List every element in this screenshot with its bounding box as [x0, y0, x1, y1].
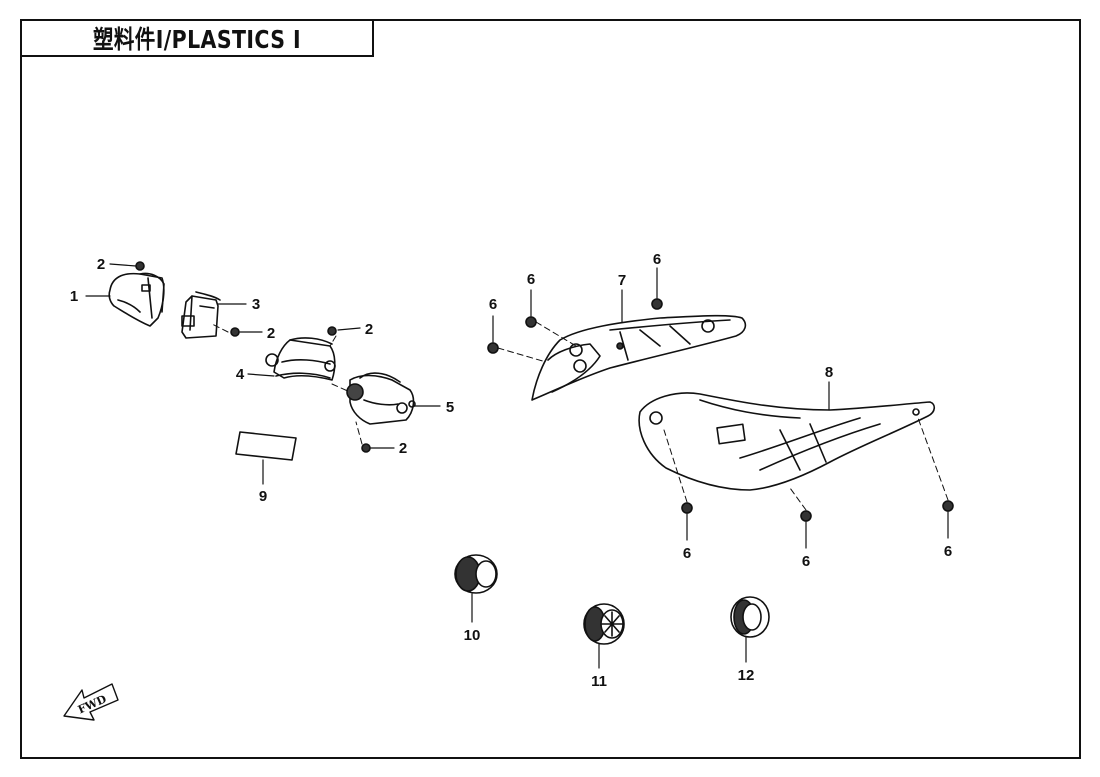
callout-3: 3 — [252, 296, 260, 313]
callout-10: 10 — [464, 627, 481, 644]
callout-2b: 2 — [267, 325, 275, 342]
diagram-frame — [20, 19, 1081, 759]
callout-6c: 6 — [653, 251, 661, 268]
part-5-switch-housing — [346, 372, 416, 425]
fwd-arrow-icon — [63, 683, 119, 721]
callout-5: 5 — [446, 399, 454, 416]
callout-12: 12 — [738, 667, 755, 684]
callout-6d: 6 — [683, 545, 691, 562]
part-7-upper-panel — [531, 314, 747, 401]
part-12-grommet — [730, 596, 770, 638]
callout-labels: 1 2 2 2 2 3 4 5 6 6 6 6 6 6 7 8 9 10 11 … — [70, 251, 952, 716]
callout-7: 7 — [618, 272, 626, 289]
callout-2d: 2 — [399, 440, 407, 457]
part-8-lower-panel — [638, 392, 936, 491]
callout-6e: 6 — [802, 553, 810, 570]
part-3-bracket — [181, 291, 221, 339]
part-1-front-cover — [108, 272, 165, 327]
part-10-grommet — [454, 554, 498, 594]
part-4-holder — [265, 337, 336, 381]
assembly-dash-lines — [211, 321, 949, 511]
part-11-grommet — [583, 603, 625, 645]
callout-6a: 6 — [489, 296, 497, 313]
callout-6f: 6 — [944, 543, 952, 560]
leader-lines — [85, 263, 949, 669]
title-box: 塑料件Ⅰ/PLASTICS Ⅰ — [20, 19, 374, 57]
callout-11: 11 — [591, 673, 607, 690]
callout-2c: 2 — [365, 321, 373, 338]
callout-8: 8 — [825, 364, 833, 381]
callout-2a: 2 — [97, 256, 105, 273]
callout-6b: 6 — [527, 271, 535, 288]
callout-9: 9 — [259, 488, 267, 505]
part-2-screws — [135, 261, 371, 453]
callout-4: 4 — [236, 366, 245, 383]
page-title: 塑料件Ⅰ/PLASTICS Ⅰ — [92, 25, 302, 54]
callout-1: 1 — [70, 288, 78, 305]
part-9-decal — [235, 431, 297, 461]
